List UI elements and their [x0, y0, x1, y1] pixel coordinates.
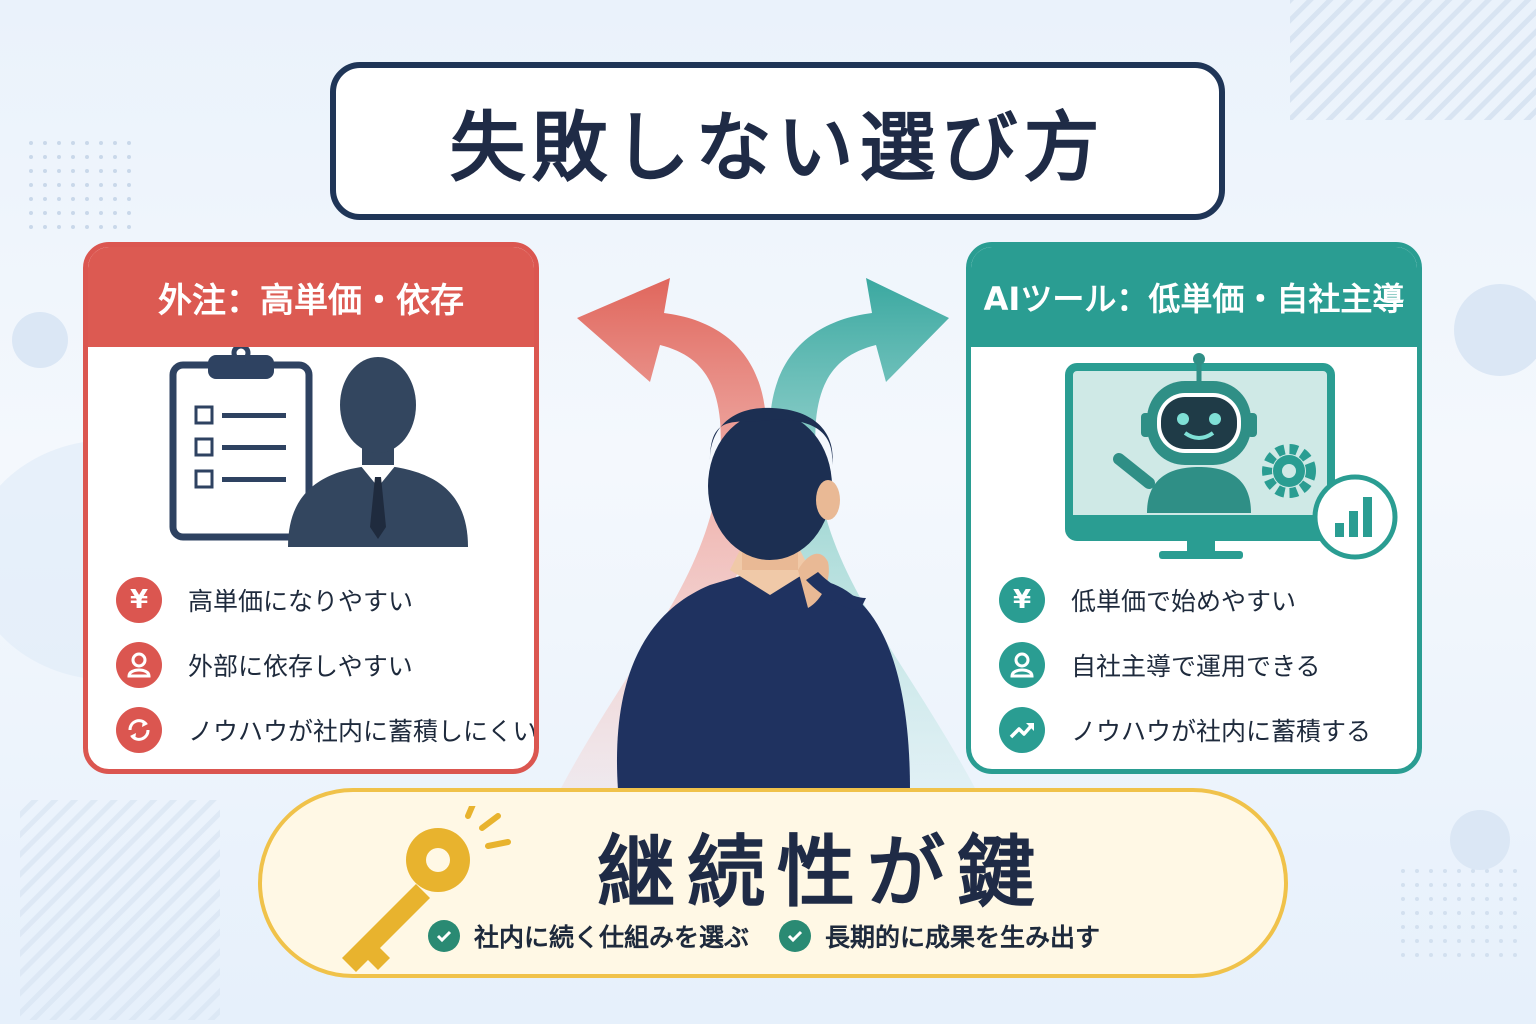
conclusion-title: 継続性が鍵 [596, 828, 1047, 918]
item-text: 自社主導で運用できる [1071, 651, 1321, 681]
conclusion-points: 社内に続く仕組みを選ぶ 長期的に成果を生み出す [428, 918, 1130, 954]
outsourcing-illustration [169, 347, 468, 547]
yen-icon: ¥ [999, 576, 1045, 623]
ai-tool-illustration [1065, 353, 1398, 560]
item-text: 高単価になりやすい [188, 586, 414, 616]
conclusion-point-text: 社内に続く仕組みを選ぶ [474, 923, 750, 952]
list-item: ノウハウが社内に蓄積する [999, 697, 1417, 762]
conclusion-box: 継続性が鍵 社内に続く仕組みを選ぶ 長期的に成果を生み出す [258, 788, 1288, 978]
outsourcing-card-header: 外注：高単価・依存 [88, 247, 534, 347]
yen-icon: ¥ [116, 576, 162, 623]
ai-tool-card: AIツール：低単価・自社主導 [966, 242, 1422, 774]
item-text: ノウハウが社内に蓄積する [1071, 716, 1372, 746]
item-text: 外部に依存しやすい [188, 651, 413, 681]
outsourcing-items: ¥ 高単価になりやすい 外部に依存しやすい ノウハウが社内に蓄積しにくい [116, 567, 538, 762]
key-icon [342, 806, 511, 972]
businessman-icon [288, 357, 468, 547]
item-text: ノウハウが社内に蓄積しにくい [188, 716, 538, 746]
ai-tool-items: ¥ 低単価で始めやすい 自社主導で運用できる ノウハウが社内に蓄積する [999, 567, 1417, 762]
title-box: 失敗しない選び方 [330, 62, 1225, 220]
outsourcing-card: 外注：高単価・依存 ¥ 高単価になりやすい [83, 242, 539, 774]
list-item: 自社主導で運用できる [999, 632, 1417, 697]
conclusion-point: 長期的に成果を生み出す [779, 918, 1100, 954]
list-item: 外部に依存しやすい [116, 632, 534, 697]
check-icon [428, 920, 460, 952]
clipboard-icon [169, 347, 313, 541]
gear-icon [1262, 444, 1316, 498]
conclusion-point: 社内に続く仕組みを選ぶ [428, 918, 749, 954]
person-icon [999, 641, 1045, 688]
ai-tool-card-header: AIツール：低単価・自社主導 [971, 247, 1417, 347]
conclusion-point-text: 長期的に成果を生み出す [825, 923, 1101, 952]
list-item: ノウハウが社内に蓄積しにくい [116, 697, 538, 762]
bar-chart-icon [1312, 474, 1398, 560]
robot-icon [1113, 353, 1257, 513]
refresh-icon [116, 706, 162, 753]
list-item: ¥ 低単価で始めやすい [999, 567, 1417, 632]
check-icon [779, 920, 812, 952]
thinking-person-illustration [616, 407, 910, 790]
item-text: 低単価で始めやすい [1071, 586, 1297, 616]
list-item: ¥ 高単価になりやすい [116, 567, 534, 632]
page-title: 失敗しない選び方 [449, 103, 1106, 192]
trend-up-icon [999, 706, 1045, 753]
person-icon [116, 641, 162, 688]
